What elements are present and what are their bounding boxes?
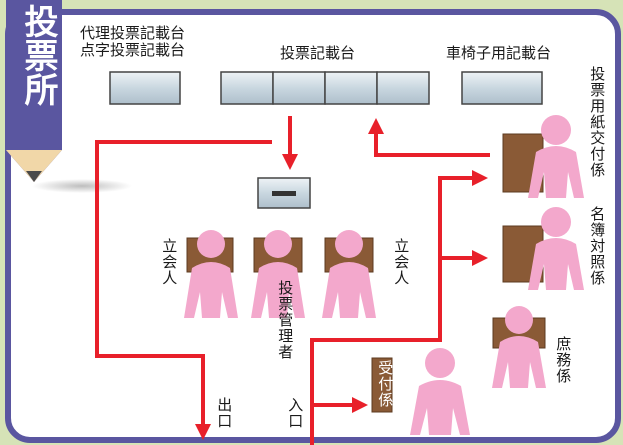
person-witness-right — [322, 230, 376, 318]
voting-booth — [324, 71, 378, 105]
wheelchair-booth-label: 車椅子用記載台 — [446, 44, 552, 62]
proxy-booth-label-line2: 点字投票記載台 — [80, 41, 186, 60]
reception-label: 受付係 — [376, 360, 395, 408]
voting-booth — [272, 71, 326, 105]
title-tab — [6, 0, 132, 193]
entrance-label: 入口 — [286, 397, 305, 429]
general-affairs-label: 庶務係 — [554, 336, 573, 384]
witness-left-label: 立会人 — [160, 238, 179, 286]
voting-booths-label: 投票記載台 — [280, 44, 356, 62]
voting-booths — [220, 71, 430, 105]
person-ballot-paper — [528, 115, 584, 198]
exit-label: 出口 — [215, 397, 234, 429]
person-general — [492, 306, 546, 388]
person-reception — [410, 348, 470, 435]
arrow-to-ballot-paper — [438, 170, 488, 258]
voting-manager-label: 投票管理者 — [276, 280, 295, 360]
arrow-to-registry — [310, 250, 488, 405]
page-title: 投票所 — [18, 4, 58, 106]
person-witness-left — [184, 230, 238, 318]
ballot-paper-staff-label: 投票用紙交付係 — [588, 66, 607, 178]
person-manager — [251, 230, 305, 318]
proxy-booth-label-line1: 代理投票記載台 — [80, 24, 186, 42]
pencil-shadow — [32, 179, 132, 193]
voting-booth — [376, 71, 430, 105]
registry-staff-label: 名簿対照係 — [588, 206, 607, 286]
ballot-box — [257, 177, 311, 209]
arrow-to-exit — [95, 140, 272, 440]
proxy-booth-label: 代理投票記載台 点字投票記載台 — [80, 24, 186, 60]
wheelchair-booth — [461, 71, 543, 105]
desk-reception — [371, 357, 393, 413]
person-registry — [528, 207, 584, 290]
proxy-braille-booth — [109, 71, 181, 105]
witness-right-label: 立会人 — [392, 238, 411, 286]
voting-booth — [220, 71, 274, 105]
arrow-to-booths — [368, 118, 490, 157]
